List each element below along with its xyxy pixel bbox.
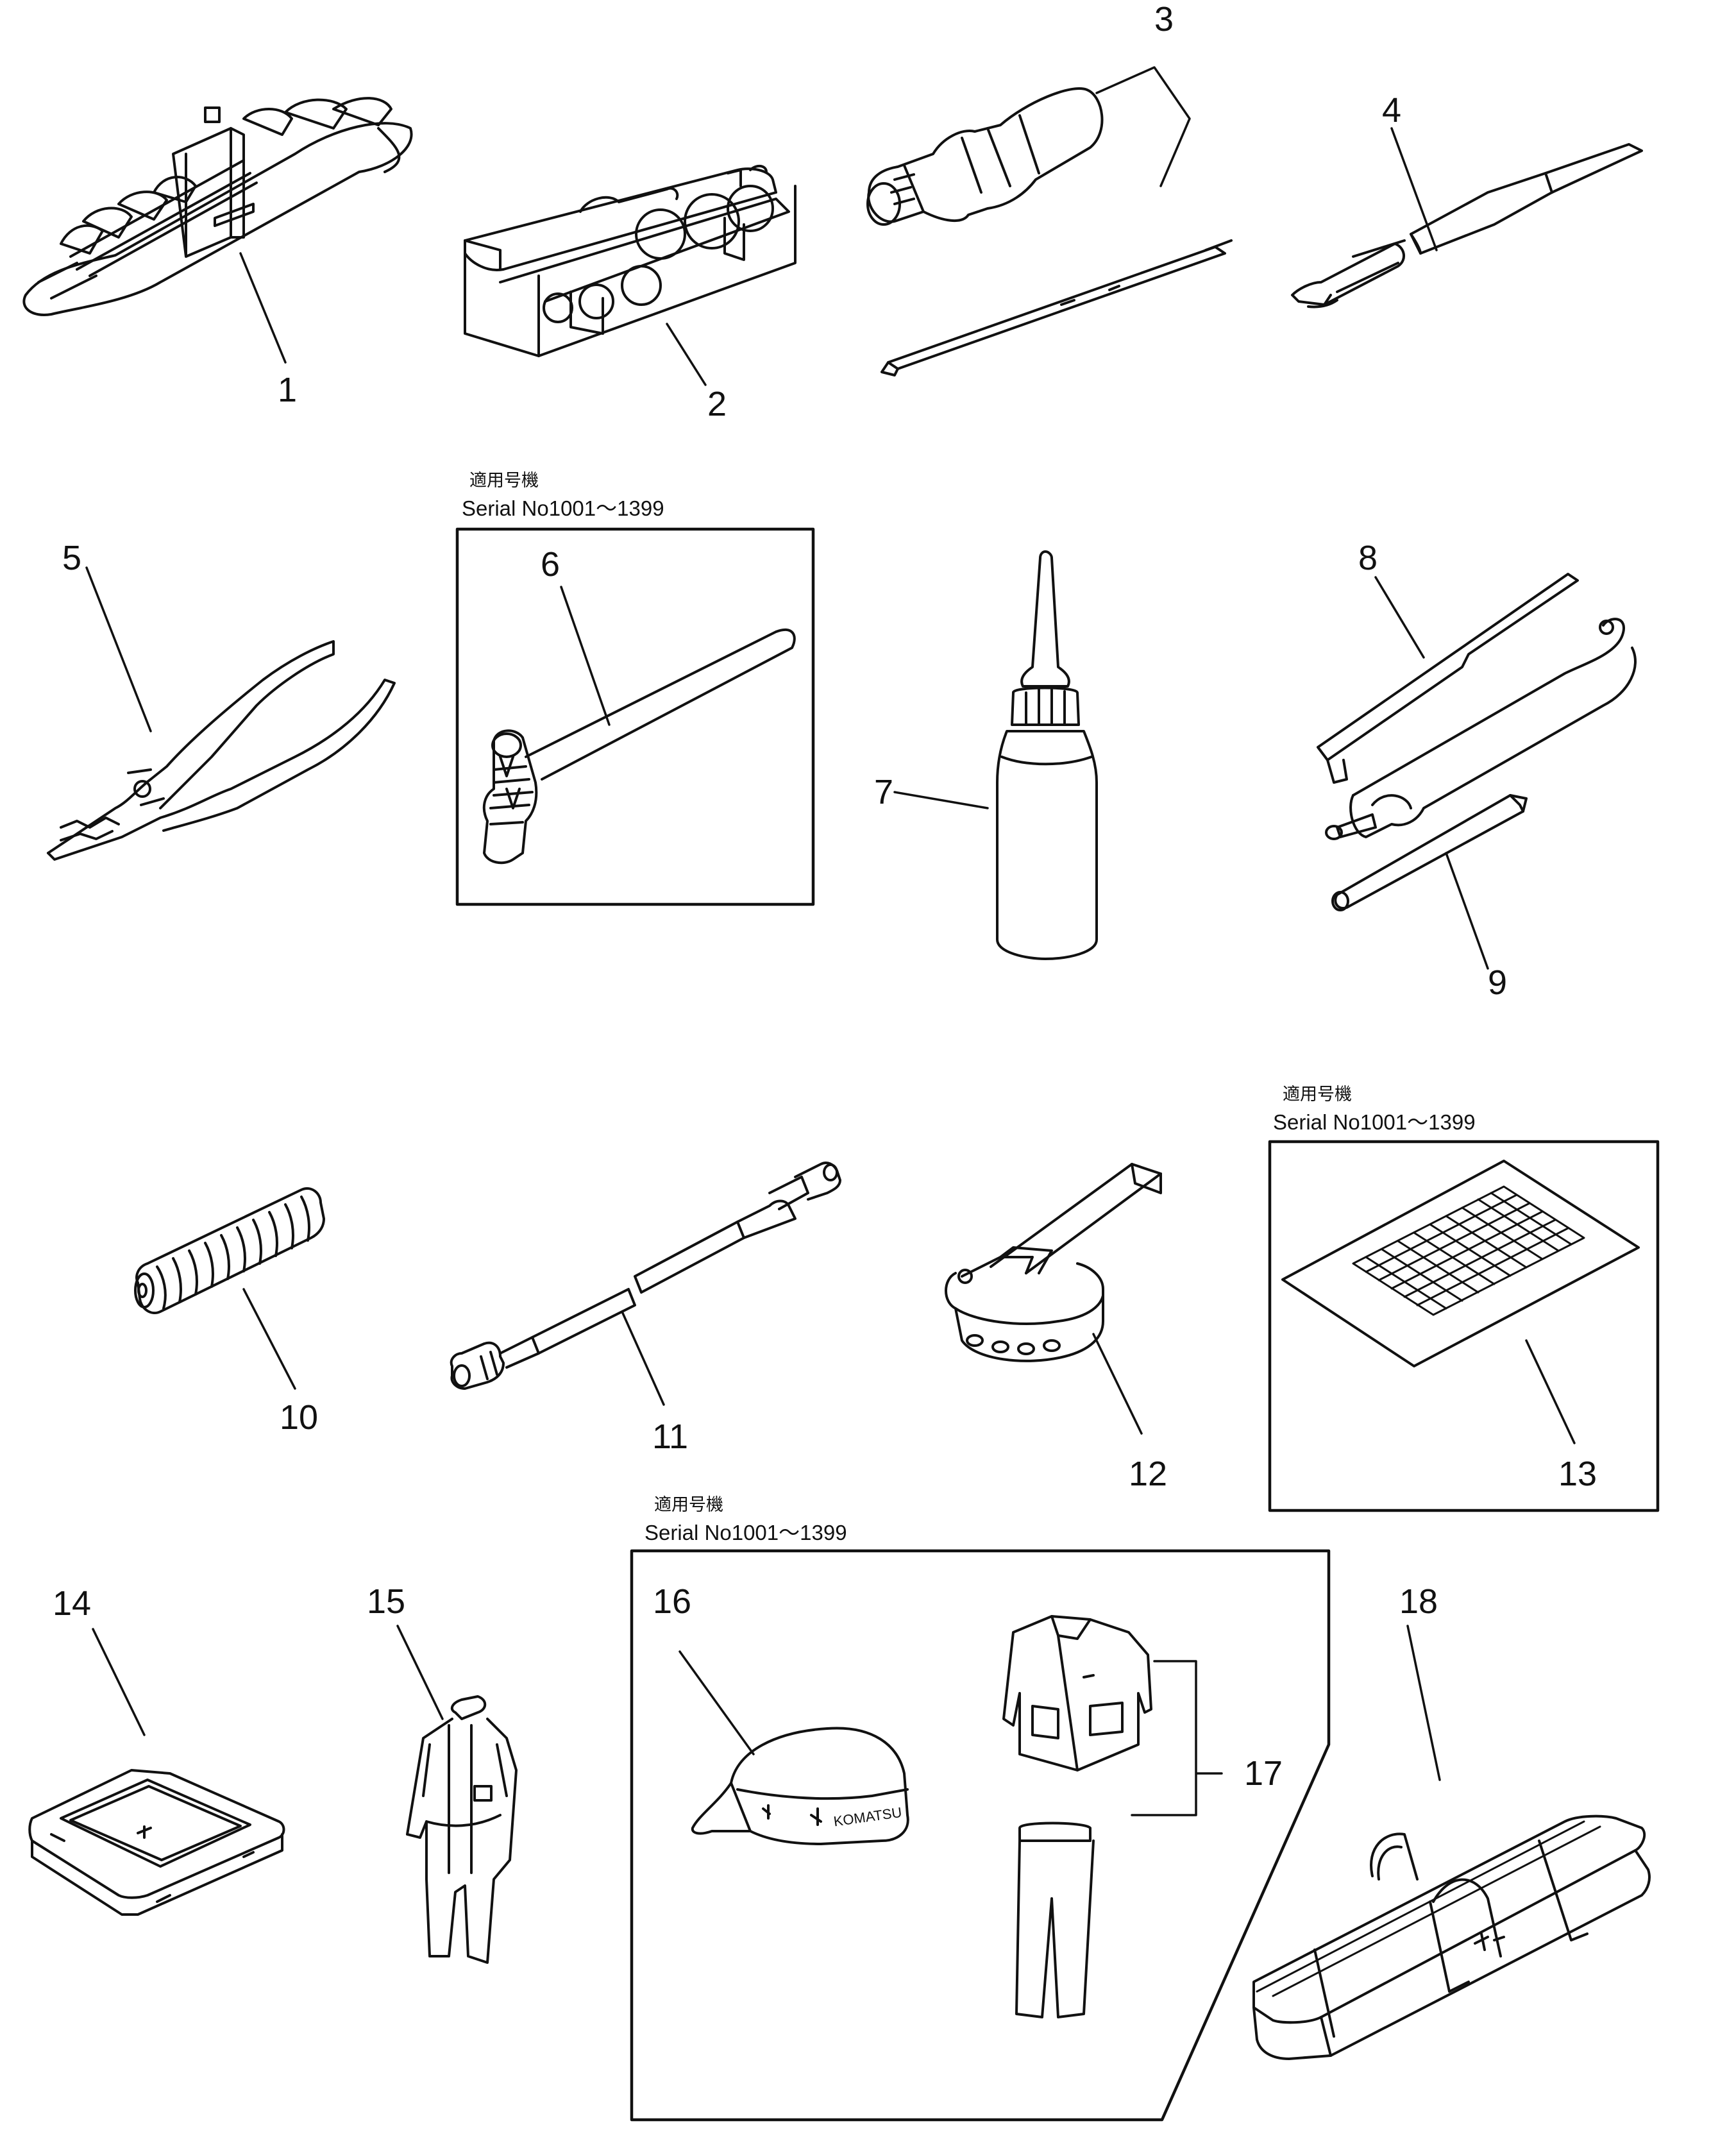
coverall-illustration bbox=[406, 1695, 518, 1964]
callout-17: 17 bbox=[1243, 1754, 1283, 1793]
socket-case-illustration bbox=[464, 164, 796, 357]
chart-applicable-label: 適用号機 bbox=[1283, 1085, 1352, 1104]
uniform-illustration bbox=[1002, 1615, 1152, 2018]
screwdriver-illustration bbox=[866, 87, 1233, 376]
document-case-illustration bbox=[28, 1769, 285, 1916]
callout-7: 7 bbox=[873, 773, 894, 811]
callout-13: 13 bbox=[1558, 1455, 1597, 1493]
callout-4: 4 bbox=[1381, 91, 1402, 130]
leader-lines bbox=[85, 66, 1576, 1816]
clothing-applicable-label: 適用号機 bbox=[654, 1495, 723, 1515]
hammer-illustration bbox=[482, 628, 796, 865]
callout-1: 1 bbox=[277, 371, 298, 409]
callout-5: 5 bbox=[62, 539, 82, 577]
grease-gun-illustration bbox=[1317, 573, 1637, 840]
hammer-serial-box bbox=[455, 527, 815, 906]
callout-15: 15 bbox=[366, 1582, 406, 1621]
clothing-serial-box bbox=[630, 1549, 1331, 2122]
chart-serial-box bbox=[1268, 1140, 1660, 1512]
callout-6: 6 bbox=[540, 545, 560, 584]
callout-9: 9 bbox=[1487, 963, 1508, 1002]
callout-8: 8 bbox=[1358, 539, 1378, 577]
bar-illustration bbox=[1291, 143, 1643, 309]
cap-illustration bbox=[691, 1727, 909, 1845]
pliers-illustration bbox=[47, 640, 396, 861]
chart-sheet-illustration bbox=[1281, 1160, 1640, 1367]
callout-14: 14 bbox=[52, 1584, 92, 1623]
callout-12: 12 bbox=[1128, 1455, 1168, 1493]
callout-18: 18 bbox=[1399, 1582, 1438, 1621]
tool-bag-illustration bbox=[1252, 1814, 1651, 2060]
grease-nozzle-illustration bbox=[1331, 794, 1528, 911]
oil-can-illustration bbox=[996, 550, 1098, 960]
callout-10: 10 bbox=[279, 1398, 319, 1437]
callout-16: 16 bbox=[652, 1582, 692, 1621]
hammer-serial-label: Serial No1001～1399 bbox=[462, 496, 664, 520]
wrench-set-illustration bbox=[22, 97, 413, 316]
callout-2: 2 bbox=[707, 385, 727, 423]
clothing-serial-label: Serial No1001～1399 bbox=[645, 1521, 847, 1544]
filter-wrench-illustration bbox=[945, 1163, 1162, 1362]
cap-logo-text: KOMATSU bbox=[832, 1804, 903, 1830]
callout-11: 11 bbox=[652, 1417, 689, 1456]
callout-3: 3 bbox=[1154, 0, 1174, 38]
hammer-applicable-label: 適用号機 bbox=[469, 471, 539, 491]
coil-spring-illustration bbox=[134, 1187, 325, 1314]
chart-serial-label: Serial No1001～1399 bbox=[1273, 1110, 1476, 1134]
extension-bar-illustration bbox=[450, 1162, 841, 1390]
